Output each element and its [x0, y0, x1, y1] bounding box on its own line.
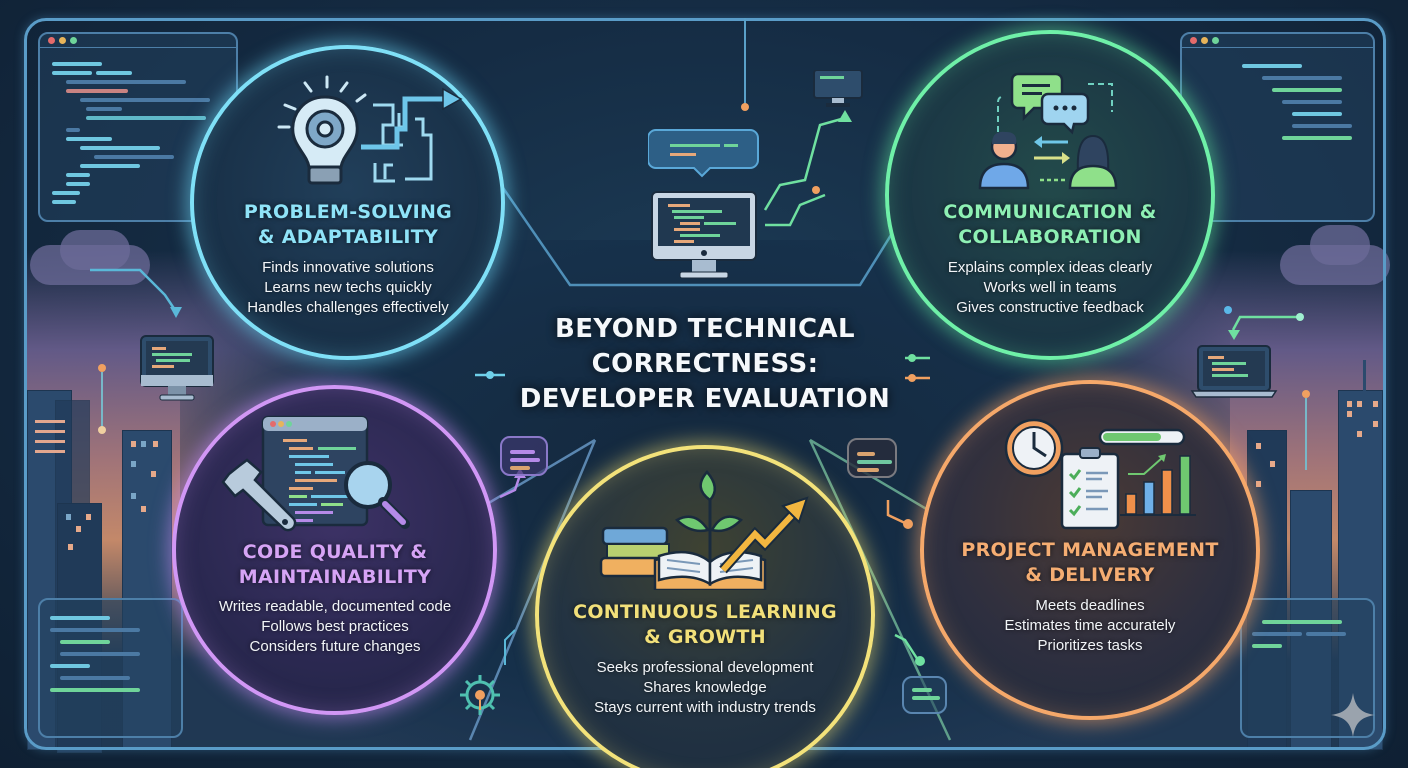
- small-monitor-icon: [813, 70, 863, 107]
- desktop-monitor-icon: [140, 335, 214, 401]
- card-title-line: PROJECT MANAGEMENT: [961, 539, 1219, 561]
- card-items: Seeks professional development Shares kn…: [545, 658, 865, 718]
- card-item: Stays current with industry trends: [594, 699, 816, 716]
- card-item: Works well in teams: [983, 279, 1117, 296]
- card-title-line: COLLABORATION: [958, 226, 1142, 248]
- card-title-line: & ADAPTABILITY: [257, 226, 439, 248]
- mini-code-window: [500, 436, 548, 476]
- cloud: [60, 230, 130, 270]
- card-title-line: & DELIVERY: [1025, 564, 1155, 586]
- gear-icon: [460, 675, 500, 715]
- sparkle-icon: [1331, 693, 1375, 737]
- code-window-wrench-magnifier-icon: [221, 415, 410, 532]
- clock-checklist-bar-chart-icon: [1004, 418, 1196, 530]
- desktop-monitor-code-icon: [651, 191, 757, 279]
- card-title-line: & GROWTH: [644, 626, 766, 648]
- card-item: Follows best practices: [261, 618, 409, 635]
- card-title: PROJECT MANAGEMENT & DELIVERY: [935, 538, 1245, 588]
- books-sprout-growth-arrow-icon: [599, 470, 809, 590]
- card-title-line: CONTINUOUS LEARNING: [573, 601, 837, 623]
- card-title: COMMUNICATION & COLLABORATION: [900, 200, 1200, 250]
- card-learning: [535, 445, 875, 768]
- card-title: PROBLEM-SOLVING & ADAPTABILITY: [200, 200, 496, 250]
- card-item: Considers future changes: [249, 638, 421, 655]
- card-item: Estimates time accurately: [1004, 617, 1176, 634]
- chat-bubble-icon: [648, 129, 759, 178]
- building-stripes: [35, 420, 65, 423]
- card-item: Finds innovative solutions: [262, 259, 434, 276]
- page-title-line: CORRECTNESS:: [591, 349, 819, 379]
- card-item: Shares knowledge: [643, 679, 767, 696]
- code-panel-bottom-left: [38, 598, 183, 738]
- page-title: BEYOND TECHNICAL CORRECTNESS: DEVELOPER …: [505, 312, 905, 417]
- mini-code-window: [847, 438, 897, 478]
- card-items: Finds innovative solutions Learns new te…: [200, 258, 496, 318]
- page-title-line: BEYOND TECHNICAL: [555, 314, 855, 344]
- people-chat-bubbles-icon: [978, 72, 1118, 190]
- card-items: Writes readable, documented code Follows…: [175, 597, 495, 657]
- card-project-management: [920, 380, 1260, 720]
- card-title-line: CODE QUALITY &: [242, 541, 428, 563]
- card-title: CONTINUOUS LEARNING & GROWTH: [545, 600, 865, 650]
- mini-code-window: [902, 676, 947, 714]
- card-title: CODE QUALITY & MAINTAINABILITY: [190, 540, 480, 590]
- lightbulb-gear-maze-icon: [277, 75, 463, 185]
- card-item: Learns new techs quickly: [264, 279, 432, 296]
- card-code-quality: [172, 385, 497, 715]
- card-item: Writes readable, documented code: [218, 598, 452, 615]
- card-item: Explains complex ideas clearly: [947, 259, 1153, 276]
- card-item: Meets deadlines: [1035, 597, 1145, 614]
- card-item: Prioritizes tasks: [1037, 637, 1143, 654]
- card-item: Handles challenges effectively: [247, 299, 449, 316]
- laptop-icon: [1190, 345, 1278, 398]
- page-title-line: DEVELOPER EVALUATION: [519, 384, 891, 414]
- card-title-line: MAINTAINABILITY: [238, 566, 432, 588]
- card-items: Meets deadlines Estimates time accuratel…: [935, 596, 1245, 656]
- card-items: Explains complex ideas clearly Works wel…: [900, 258, 1200, 318]
- card-item: Seeks professional development: [596, 659, 814, 676]
- card-title-line: PROBLEM-SOLVING: [243, 201, 453, 223]
- cloud: [1310, 225, 1370, 265]
- card-title-line: COMMUNICATION &: [943, 201, 1157, 223]
- antenna: [1363, 360, 1366, 392]
- card-item: Gives constructive feedback: [956, 299, 1144, 316]
